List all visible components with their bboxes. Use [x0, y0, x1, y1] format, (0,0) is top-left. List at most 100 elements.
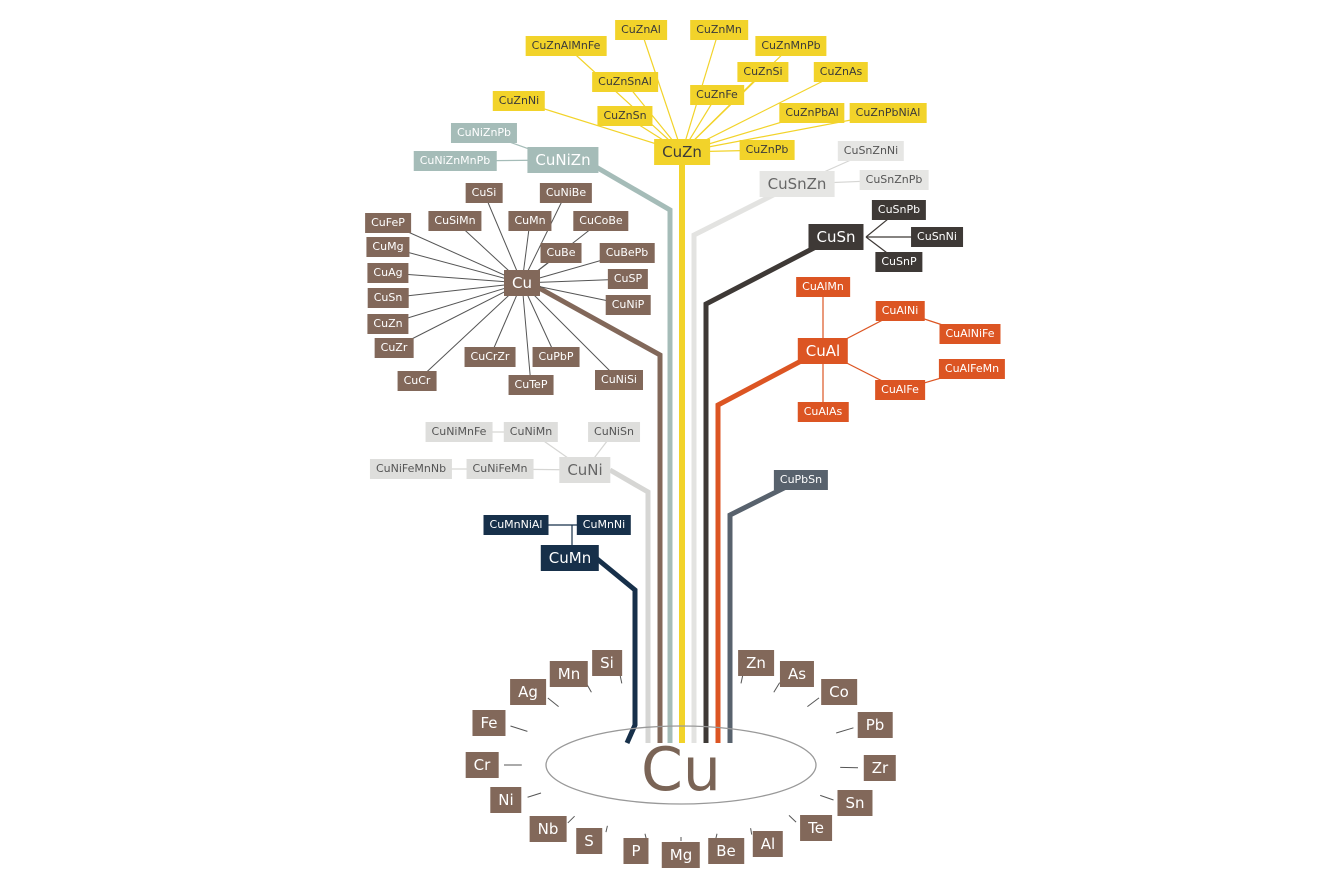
node-cumn: CuMn [540, 545, 600, 571]
node-cusnpb: CuSnPb [871, 200, 927, 220]
node-cunifemn: CuNiFeMn [466, 459, 534, 479]
node-zn: Zn [738, 650, 774, 676]
node-cuag: CuAg [367, 263, 409, 283]
node-s: S [576, 828, 602, 854]
node-cusp: CuSP [607, 269, 649, 289]
connector-line [387, 272, 523, 284]
connector-line [644, 833, 647, 839]
node-cunimn: CuNiMn [503, 422, 559, 442]
connector-line [807, 697, 820, 707]
node-cuniznmnpb: CuNiZnMnPb [413, 151, 497, 171]
node-cualmn: CuAlMn [796, 277, 850, 297]
node-cubepb: CuBePb [599, 243, 655, 263]
connector-line [547, 697, 559, 707]
node-mn: Mn [549, 661, 589, 687]
node-cuznal: CuZnAl [615, 20, 667, 40]
node-cusn: CuSn [808, 224, 864, 250]
connector-line [605, 825, 608, 833]
node-cuznni: CuZnNi [492, 91, 546, 111]
node-cucrzr: CuCrZr [464, 347, 516, 367]
node-as: As [779, 661, 815, 687]
node-cumg: CuMg [366, 237, 410, 257]
trunk-line [715, 348, 822, 743]
node-cucobe: CuCoBe [573, 211, 629, 231]
node-cuzr: CuZr [374, 338, 414, 358]
node-cuznalmnfe: CuZnAlMnFe [525, 36, 607, 56]
connector-line [483, 192, 523, 284]
node-co: Co [821, 679, 857, 705]
node-cusn: CuSn [367, 288, 409, 308]
node-cualas: CuAlAs [797, 402, 849, 422]
node-sn: Sn [837, 790, 873, 816]
node-cunip: CuNiP [605, 295, 651, 315]
node-cuznpb: CuZnPb [739, 140, 795, 160]
connector-line [836, 727, 854, 734]
node-cuzn: CuZn [367, 314, 409, 334]
node-cual: CuAl [797, 338, 849, 364]
node-cuznsnal: CuZnSnAl [592, 72, 658, 92]
node-cumnni: CuMnNi [576, 515, 632, 535]
node-cupbsn: CuPbSn [773, 470, 829, 490]
connector-line [387, 282, 523, 299]
connector-line [640, 29, 683, 153]
connector-line [387, 222, 523, 284]
node-fe: Fe [472, 710, 506, 736]
node-cuznfe: CuZnFe [690, 85, 744, 105]
node-si: Si [592, 650, 622, 676]
node-zr: Zr [863, 755, 897, 781]
node-cumnnial: CuMnNiAl [483, 515, 549, 535]
node-cu: Cu [504, 270, 540, 296]
connector-line [681, 71, 842, 153]
connector-line [393, 282, 523, 349]
node-te: Te [800, 815, 832, 841]
trunk-line [703, 234, 837, 743]
node-cupbp: CuPbP [532, 347, 580, 367]
connector-line [750, 828, 753, 835]
node-cusnznpb: CuSnZnPb [859, 170, 929, 190]
node-cusnni: CuSnNi [911, 227, 963, 247]
node-cucr: CuCr [397, 371, 437, 391]
node-cualfemn: CuAlFeMn [938, 359, 1006, 379]
node-cusnznni: CuSnZnNi [837, 141, 905, 161]
trunk-line [608, 467, 651, 743]
node-cuznmn: CuZnMn [690, 20, 748, 40]
node-p: P [623, 838, 649, 864]
node-cufep: CuFeP [365, 213, 411, 233]
trunk-line [528, 280, 663, 743]
connector-line [565, 45, 683, 153]
connector-line [521, 282, 620, 381]
node-pb: Pb [857, 712, 893, 738]
node-cunibe: CuNiBe [539, 183, 593, 203]
trunk-line [594, 556, 638, 745]
node-nb: Nb [529, 816, 567, 842]
connector-line [521, 192, 567, 284]
node-cusi: CuSi [465, 183, 503, 203]
connector-line [788, 815, 797, 823]
node-cu: Cu [641, 735, 721, 805]
connector-line [820, 794, 834, 801]
node-mg: Mg [661, 842, 701, 868]
node-cuzn: CuZn [654, 139, 710, 165]
trunk-line [582, 157, 673, 743]
node-cualni: CuAlNi [875, 301, 925, 321]
node-cunisi: CuNiSi [595, 370, 643, 390]
connector-line [387, 282, 523, 325]
trunk-line [727, 477, 802, 743]
node-cuznas: CuZnAs [813, 62, 869, 82]
node-be: Be [708, 838, 744, 864]
node-cualfe: CuAlFe [875, 380, 925, 400]
connector-line [387, 246, 523, 284]
node-cutep: CuTeP [508, 375, 554, 395]
node-cuni: CuNi [559, 457, 611, 483]
node-cunisn: CuNiSn [588, 422, 640, 442]
connector-line [715, 833, 718, 839]
node-cusimn: CuSiMn [428, 211, 482, 231]
connector-line [681, 71, 764, 153]
node-cumn: CuMn [508, 211, 552, 231]
connector-line [773, 682, 781, 693]
node-cuznsi: CuZnSi [737, 62, 789, 82]
connector-line [510, 725, 528, 732]
connector-line [567, 815, 575, 824]
connector-line [527, 792, 542, 798]
node-cuznpbal: CuZnPbAl [779, 103, 845, 123]
